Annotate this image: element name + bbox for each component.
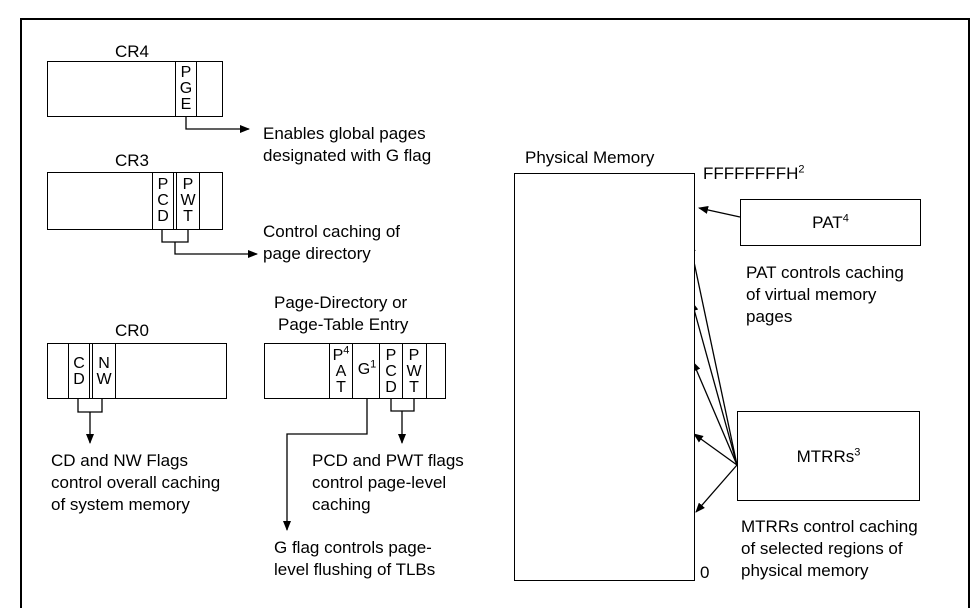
cr3-bit-letter: P [157,176,169,193]
pte-g-note-line2: level flushing of TLBs [274,560,436,579]
mtrr-arrow-3 [692,361,738,466]
cr4-register: P G E [47,61,223,117]
cr4-title: CR4 [115,42,150,61]
cr3-title: CR3 [115,151,150,170]
pte-pcdpwt-bracket [390,399,415,412]
cr4-bit-letter: P [180,64,192,81]
cr3-pcd-field: P C D [152,173,174,229]
mtrr-note-line3: physical memory [741,561,869,580]
pte-title-line1: Page-Directory or [274,293,408,312]
pat-note-line3: pages [746,307,793,326]
cr3-bit-letter: P [182,176,194,193]
footnote-marker: 4 [343,344,350,357]
pte-bit-letter: C [385,363,397,380]
cr4-note-line1: Enables global pages [263,124,426,143]
cr4-bit-letter: G [179,80,193,97]
cr0-register: C D N W [47,343,227,399]
cr3-arrow [174,242,258,258]
footnote-marker: 3 [854,446,861,459]
pat-note-line1: PAT controls caching [746,263,904,282]
footnote-marker: 1 [370,358,377,371]
pte-bit-letter: A [335,363,347,380]
memory-bottom-address: 0 [700,563,710,582]
footnote-marker: 2 [798,163,805,176]
pte-title-line2: Page-Table Entry [278,315,409,334]
cr3-pwt-field: P W T [176,173,200,229]
cr3-bit-letter: T [183,208,193,225]
cr0-title: CR0 [115,321,150,340]
pte-pcd-field: P C D [379,344,403,398]
physical-memory-block [514,173,695,581]
cr3-bit-letter: D [157,208,169,225]
cr3-bit-letter: W [180,192,196,209]
cr0-bracket [77,399,103,413]
pte-g-note-line1: G flag controls page- [274,538,432,557]
cr3-register: P C D P W T [47,172,223,230]
pte-g-arrow [283,399,368,531]
cr0-bit-letter: W [96,371,112,388]
cr0-bit-letter: D [73,371,85,388]
pte-pcdpwt-note-line2: control page-level [312,473,447,492]
pte-g-field: G1 [357,358,377,378]
cr0-note-line3: of system memory [51,495,190,514]
pat-note-line2: of virtual memory [746,285,877,304]
pte-bit-letter: D [385,379,397,396]
mtrr-arrow-5 [695,464,738,513]
mtrr-note-line2: of selected regions of [741,539,903,558]
mtrr-box: MTRRs3 [737,411,920,501]
cr3-note-line2: page directory [263,244,371,263]
pat-arrow [698,206,741,218]
pte-pwt-field: P W T [403,344,427,398]
pat-box: PAT4 [740,199,921,246]
pte-register: P4 A T G1 P C D P W T [264,343,446,399]
pte-bit-letter: W [406,363,422,380]
figure-frame [20,18,970,608]
cr0-bit-letter: C [73,355,85,372]
cr0-cd-field: C D [68,344,90,398]
mtrr-arrow-2 [690,301,738,466]
memory-top-address: FFFFFFFFH2 [703,163,805,183]
memory-title: Physical Memory [525,148,655,167]
mtrr-arrow-1 [687,242,738,466]
mtrr-note-line1: MTRRs control caching [741,517,918,536]
cr4-pge-field: P G E [175,62,197,116]
cr3-bracket [161,230,189,243]
cr0-bit-letter: N [98,355,110,372]
pte-bit-letter: T [409,379,419,396]
cr0-note-line2: control overall caching [51,473,221,492]
pte-bit-letter: P [408,347,420,364]
pte-pcdpwt-note-line3: caching [312,495,371,514]
mtrr-label: MTRRs3 [796,446,861,466]
pte-bit-letter: T [336,379,346,396]
cr3-note-line1: Control caching of [263,222,401,241]
pte-bit-letter: P [385,347,397,364]
cr0-note-line1: CD and NW Flags [51,451,188,470]
pat-label: PAT4 [812,212,849,232]
pte-bit-letter: P4 [332,344,350,364]
cr4-pge-arrow [185,116,250,133]
pte-pat-field: P4 A T [329,344,353,398]
cr3-bit-letter: C [157,192,169,209]
cr4-bit-letter: E [180,96,192,113]
mtrr-arrow-4 [693,433,738,466]
cr4-note-line2: designated with G flag [263,146,432,165]
cr0-nw-field: N W [92,344,116,398]
footnote-marker: 4 [842,212,849,225]
pte-pcdpwt-note-line1: PCD and PWT flags [312,451,464,470]
